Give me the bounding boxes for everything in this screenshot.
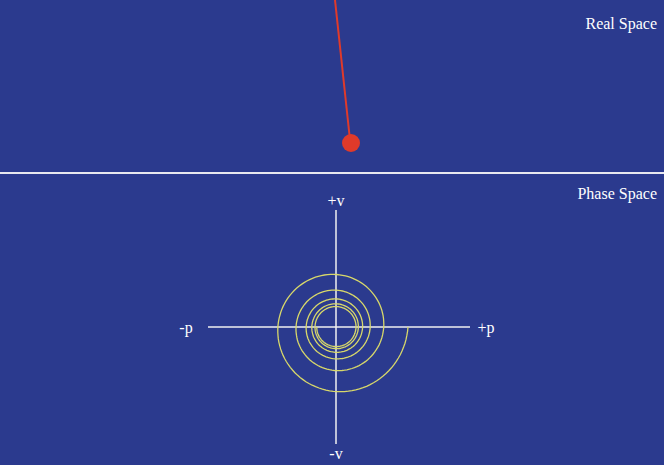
axis-label: +p [477, 320, 494, 336]
phase-spiral [278, 274, 408, 391]
p-axis [208, 326, 470, 328]
panel-divider [0, 172, 664, 174]
panel-title: Real Space [585, 16, 657, 32]
panel-title: Phase Space [577, 186, 657, 202]
axis-label: +v [327, 193, 344, 209]
axis-label: -v [329, 446, 342, 462]
pendulum-bob [342, 134, 360, 152]
axis-label: -p [179, 320, 192, 336]
pendulum-rod [335, 0, 350, 140]
